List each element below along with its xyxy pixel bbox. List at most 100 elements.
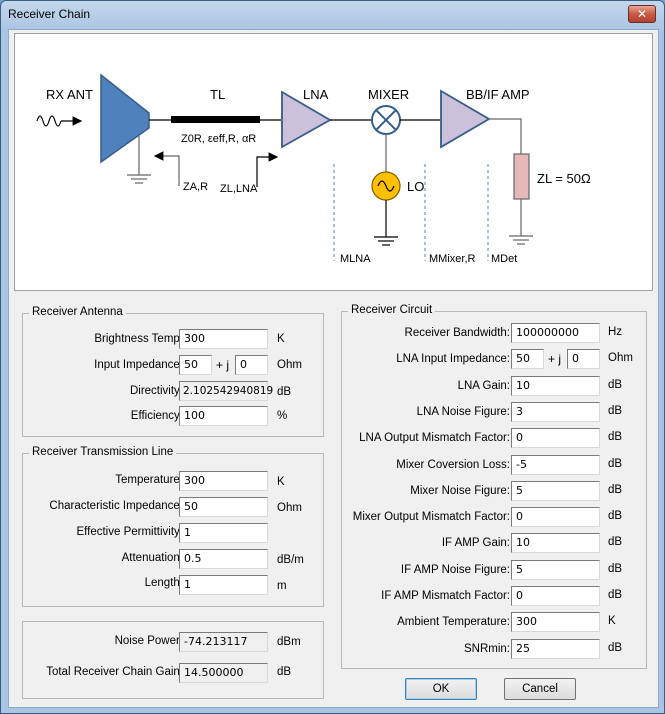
load-resistor-icon <box>513 153 530 200</box>
noise-power-output: -74.213117 <box>179 632 268 652</box>
title-bar[interactable]: Receiver Chain ✕ <box>1 1 664 27</box>
if-amp-mismatch-label: IF AMP Mismatch Factor: <box>381 590 510 602</box>
efficiency-label: Efficiency: <box>130 410 183 422</box>
label-mixer: MIXER <box>368 87 409 102</box>
label-lna: LNA <box>303 87 329 102</box>
total-gain-label: Total Receiver Chain Gain: <box>46 666 183 678</box>
lna-output-mismatch-input[interactable]: 0 <box>511 428 600 449</box>
receiver-tl-title: Receiver Transmission Line <box>29 446 177 458</box>
antenna-icon <box>100 73 150 164</box>
if-amp-noise-figure-unit: dB <box>608 562 623 575</box>
char-impedance-input[interactable]: 50 <box>179 497 268 517</box>
dialog-client-area: RX ANT TL Z0R, εeff,R, αR ZA,R ZL,LNA <box>8 29 659 708</box>
if-amp-noise-figure-input[interactable]: 5 <box>511 559 600 580</box>
attenuation-label: Attenuation: <box>121 552 183 564</box>
lna-noise-figure-unit: dB <box>608 404 623 417</box>
label-bbif-amp: BB/IF AMP <box>466 87 530 102</box>
if-amp-gain-input[interactable]: 10 <box>511 533 600 554</box>
input-impedance-imag-input[interactable]: 0 <box>235 355 268 375</box>
close-button[interactable]: ✕ <box>628 5 656 23</box>
receiver-tl-group: Receiver Transmission Line Temperature: … <box>22 446 324 607</box>
input-impedance-label: Input Impedance: <box>94 359 183 371</box>
cancel-button[interactable]: Cancel <box>504 678 576 700</box>
receiver-circuit-title: Receiver Circuit <box>348 304 436 316</box>
lna-gain-label: LNA Gain: <box>457 379 510 392</box>
tl-temperature-label: Temperature: <box>115 474 183 486</box>
label-z-ar: ZA,R <box>183 181 208 193</box>
lna-gain-input[interactable]: 10 <box>511 375 600 396</box>
lna-gain-unit: dB <box>608 378 623 391</box>
lna-output-mismatch-unit: dB <box>608 431 623 444</box>
mixer-conversion-loss-input[interactable]: -5 <box>511 454 600 475</box>
receiver-bandwidth-label: Receiver Bandwidth: <box>404 327 510 339</box>
mixer-output-mismatch-input[interactable]: 0 <box>511 507 600 528</box>
ground-icon <box>127 174 151 184</box>
efficiency-input[interactable]: 100 <box>179 406 268 426</box>
attenuation-input[interactable]: 0.5 <box>179 549 268 569</box>
lna-noise-figure-input[interactable]: 3 <box>511 401 600 422</box>
mixer-noise-figure-input[interactable]: 5 <box>511 480 600 501</box>
total-gain-output: 14.500000 <box>179 663 268 683</box>
ground-icon <box>374 236 398 246</box>
mixer-conversion-loss-unit: dB <box>608 457 623 470</box>
receiver-bandwidth-input[interactable]: 100000000 <box>511 323 600 343</box>
if-amp-mismatch-unit: dB <box>608 589 623 601</box>
noise-power-unit: dBm <box>277 636 301 648</box>
ambient-temperature-label: Ambient Temperature: <box>397 616 510 629</box>
label-tl: TL <box>210 87 225 102</box>
tl-temperature-unit: K <box>277 476 285 488</box>
ok-button[interactable]: OK <box>405 678 477 700</box>
char-impedance-unit: Ohm <box>277 502 302 514</box>
mixer-conversion-loss-label: Mixer Coversion Loss: <box>396 458 510 471</box>
local-oscillator-icon <box>371 171 401 201</box>
length-input[interactable]: 1 <box>179 575 268 595</box>
rf-signal-wave-icon <box>36 115 62 127</box>
plus-j-label: + j <box>216 358 230 372</box>
if-amp-noise-figure-label: IF AMP Noise Figure: <box>400 563 510 576</box>
eff-permittivity-input[interactable]: 1 <box>179 523 268 543</box>
label-tl-params: Z0R, εeff,R, αR <box>181 133 256 145</box>
snr-min-unit: dB <box>608 641 623 654</box>
directivity-label: Directivity: <box>129 385 183 397</box>
bbif-amplifier-icon <box>440 89 491 149</box>
transmission-line-icon <box>171 116 260 123</box>
if-amp-mismatch-input[interactable]: 0 <box>511 586 600 606</box>
label-z-llna: ZL,LNA <box>220 183 258 195</box>
brightness-temp-input[interactable]: 300 <box>179 329 268 349</box>
ambient-temperature-input[interactable]: 300 <box>511 612 600 633</box>
length-label: Length: <box>144 577 183 589</box>
directivity-unit: dB <box>277 386 292 398</box>
mixer-output-mismatch-unit: dB <box>608 510 623 523</box>
input-impedance-real-input[interactable]: 50 <box>179 355 212 375</box>
lna-input-impedance-real-input[interactable]: 50 <box>511 349 544 370</box>
lna-input-impedance-imag-input[interactable]: 0 <box>567 349 600 370</box>
tl-temperature-input[interactable]: 300 <box>179 471 268 491</box>
lna-output-mismatch-label: LNA Output Mismatch Factor: <box>359 432 510 445</box>
snr-min-label: SNRmin: <box>463 642 510 655</box>
eff-permittivity-label: Effective Permittivity: <box>76 526 183 538</box>
results-group: Noise Power: -74.213117 dBm Total Receiv… <box>22 621 324 699</box>
mixer-output-mismatch-label: Mixer Output Mismatch Factor: <box>352 511 510 524</box>
z-llna-arrow <box>256 152 279 187</box>
window-title: Receiver Chain <box>8 7 91 21</box>
label-m-lna: MLNA <box>340 253 371 265</box>
label-lo: LO <box>407 179 424 194</box>
directivity-input[interactable]: 2.102542940819 <box>179 381 273 401</box>
snr-min-input[interactable]: 25 <box>511 638 600 659</box>
label-m-det: MDet <box>491 253 517 265</box>
receiver-circuit-group: Receiver Circuit Receiver Bandwidth:1000… <box>341 304 647 669</box>
length-unit: m <box>277 580 287 592</box>
input-impedance-unit: Ohm <box>277 359 302 371</box>
ambient-temperature-unit: K <box>608 615 616 628</box>
noise-power-label: Noise Power: <box>114 635 183 647</box>
if-amp-gain-label: IF AMP Gain: <box>441 537 510 550</box>
z-ar-arrow <box>153 151 180 186</box>
total-gain-unit: dB <box>277 666 292 678</box>
if-amp-gain-unit: dB <box>608 536 623 549</box>
label-z-load: ZL = 50Ω <box>537 171 591 186</box>
receiver-bandwidth-unit: Hz <box>608 326 623 338</box>
receiver-chain-diagram: RX ANT TL Z0R, εeff,R, αR ZA,R ZL,LNA <box>14 33 653 291</box>
lna-noise-figure-label: LNA Noise Figure: <box>416 405 510 418</box>
brightness-temp-label: Brightness Temp: <box>94 333 183 345</box>
lna-input-impedance-unit: Ohm <box>608 352 633 365</box>
